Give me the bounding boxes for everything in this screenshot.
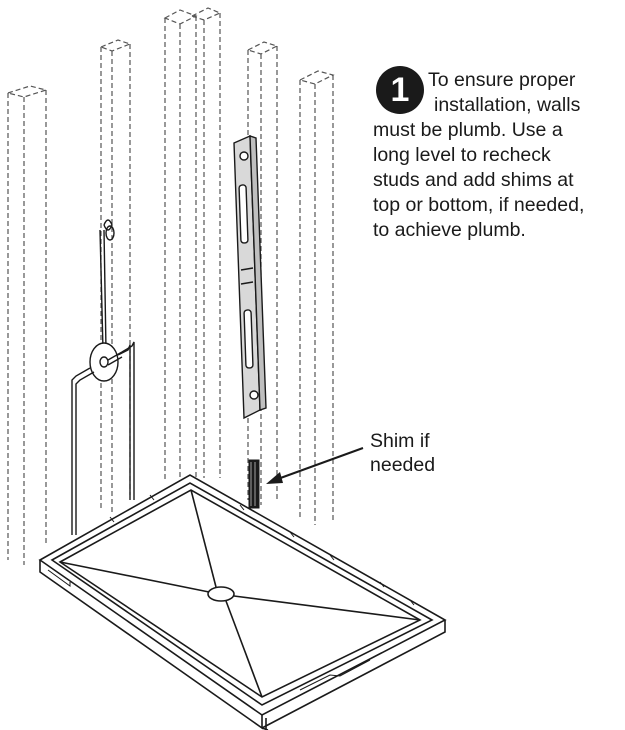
callout-line-1: Shim if — [370, 430, 430, 452]
instruction-line-3: must be plumb. Use a — [373, 119, 563, 141]
wall-stud-4 — [190, 7, 222, 478]
callout-line-2: needed — [370, 454, 436, 476]
instruction-line-7: to achieve plumb. — [373, 219, 526, 241]
instruction-line-5: studs and add shims at — [373, 169, 574, 191]
wall-stud-3 — [163, 9, 198, 485]
instruction-line-2: installation, walls — [434, 94, 581, 116]
shim-callout: Shim if needed — [370, 429, 435, 477]
instruction-line-4: long level to recheck — [373, 144, 551, 166]
instruction-line-6: top or bottom, if needed, — [373, 194, 585, 216]
shower-base — [38, 474, 447, 730]
wall-stud-6 — [298, 70, 335, 525]
instruction-line-1: To ensure proper — [428, 69, 576, 91]
wall-stud-1 — [5, 85, 49, 565]
shower-valve — [71, 219, 135, 535]
step-number-badge: 1 — [376, 66, 424, 114]
callout-arrow — [266, 447, 364, 484]
shim — [248, 459, 260, 509]
wall-stud-2 — [99, 39, 132, 515]
level-tool — [233, 134, 267, 420]
